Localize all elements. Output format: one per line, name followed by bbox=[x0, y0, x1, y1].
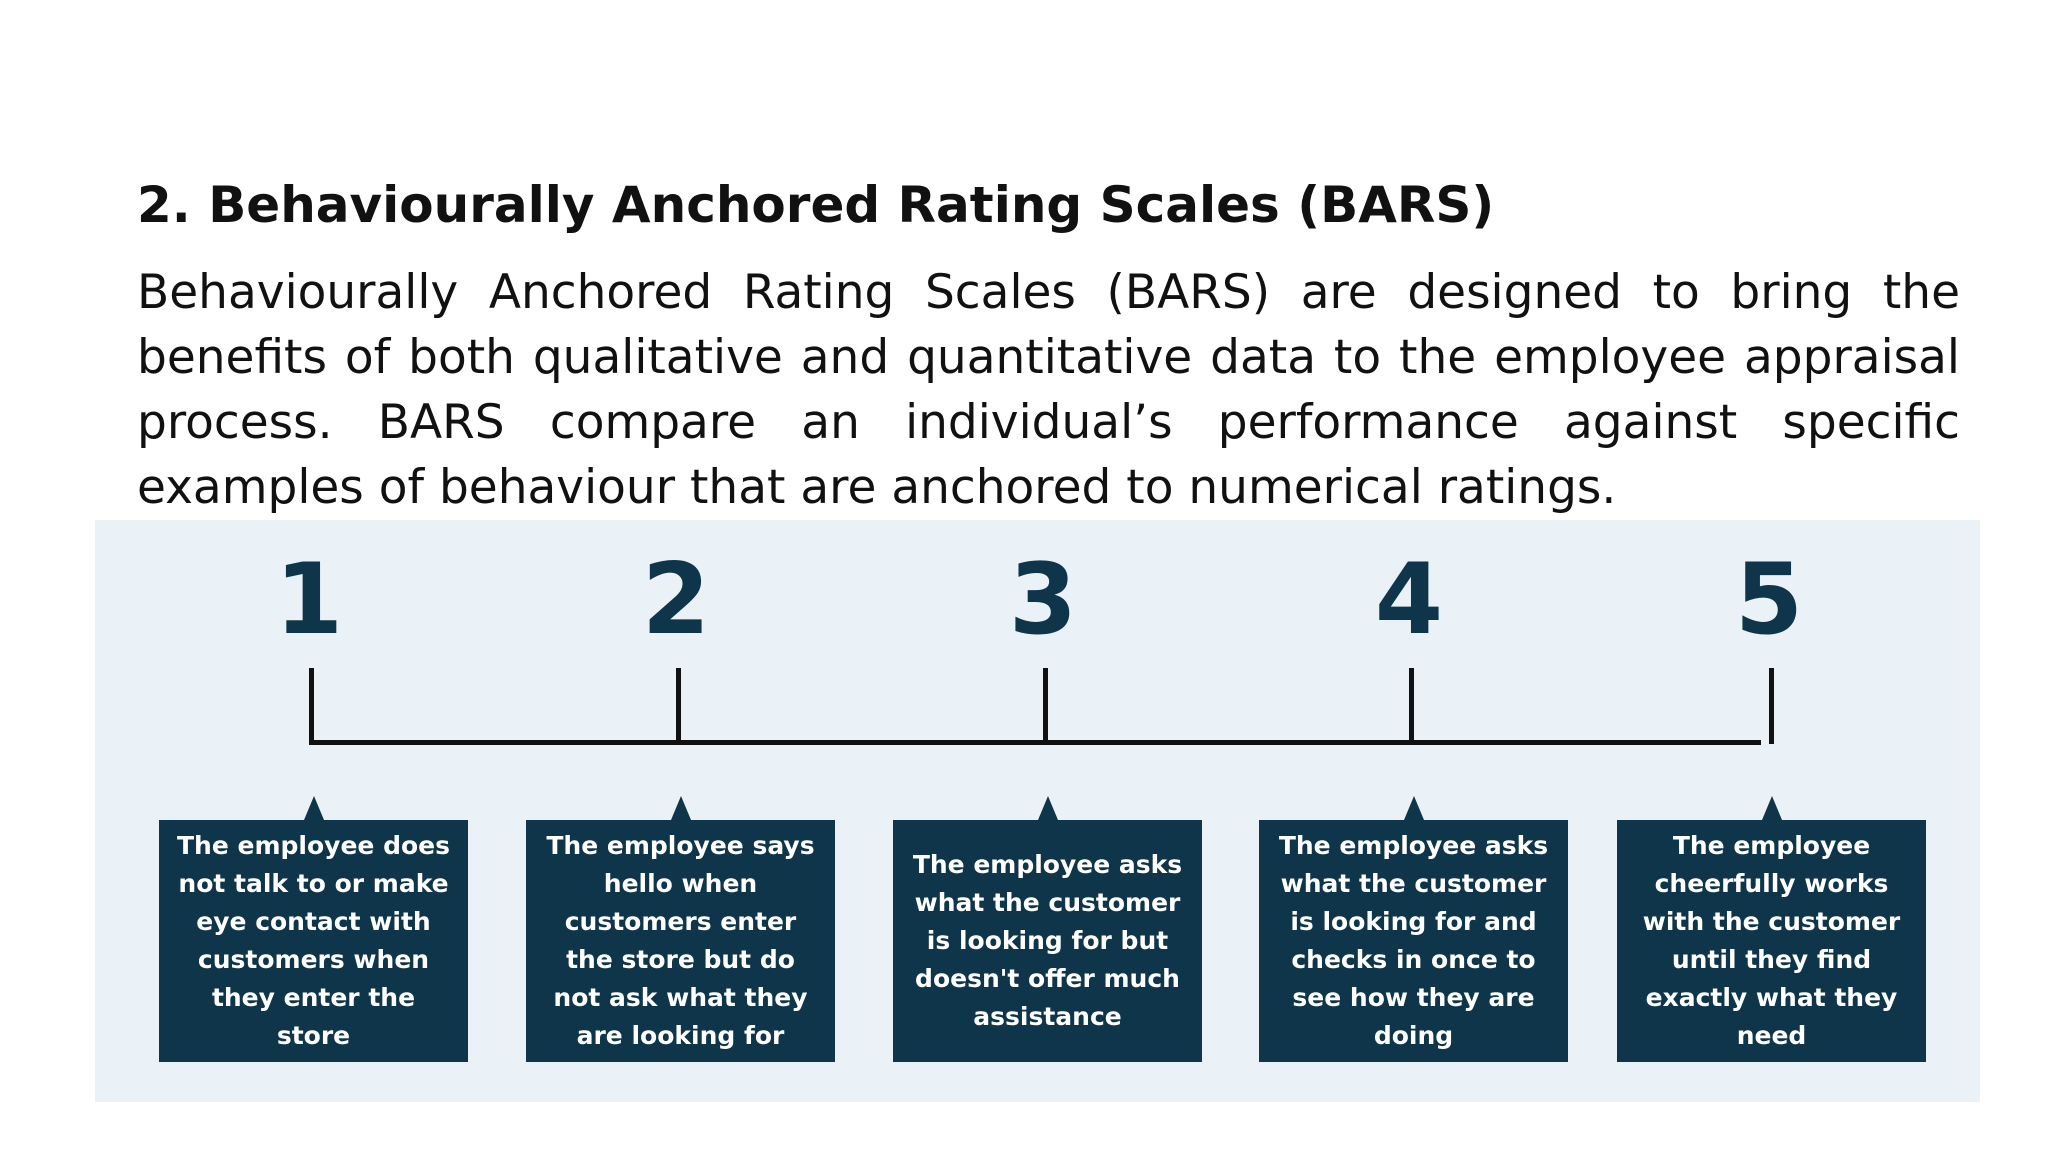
rating-description-2: The employee says hello when customers e… bbox=[546, 831, 815, 1050]
rating-description-box-2: The employee says hello when customers e… bbox=[526, 796, 835, 1062]
rating-number-4: 4 bbox=[1374, 543, 1444, 657]
rating-description-box-3: The employee asks what the customer is l… bbox=[893, 796, 1202, 1062]
scale-tick-4 bbox=[1409, 668, 1414, 744]
scale-tick-3 bbox=[1043, 668, 1048, 744]
scale-axis-line bbox=[309, 740, 1761, 745]
rating-description-4: The employee asks what the customer is l… bbox=[1278, 831, 1549, 1050]
rating-number-2: 2 bbox=[641, 543, 711, 657]
rating-description-box-4: The employee asks what the customer is l… bbox=[1259, 796, 1568, 1062]
scale-tick-5 bbox=[1769, 668, 1774, 744]
rating-description-5: The employee cheerfully works with the c… bbox=[1642, 831, 1901, 1050]
bars-scale-diagram: 1 2 3 4 5 The employee does not talk to … bbox=[95, 520, 1980, 1102]
scale-tick-1 bbox=[309, 668, 314, 744]
slide-paragraph: Behaviourally Anchored Rating Scales (BA… bbox=[137, 265, 1960, 515]
slide-heading: 2. Behaviourally Anchored Rating Scales … bbox=[137, 176, 1495, 234]
rating-number-5: 5 bbox=[1734, 543, 1804, 657]
rating-description-box-5: The employee cheerfully works with the c… bbox=[1617, 796, 1926, 1062]
rating-description-3: The employee asks what the customer is l… bbox=[912, 850, 1183, 1031]
scale-tick-2 bbox=[676, 668, 681, 744]
rating-description-box-1: The employee does not talk to or make ey… bbox=[159, 796, 468, 1062]
rating-number-3: 3 bbox=[1008, 543, 1078, 657]
rating-number-1: 1 bbox=[274, 543, 344, 657]
rating-description-1: The employee does not talk to or make ey… bbox=[177, 831, 450, 1050]
